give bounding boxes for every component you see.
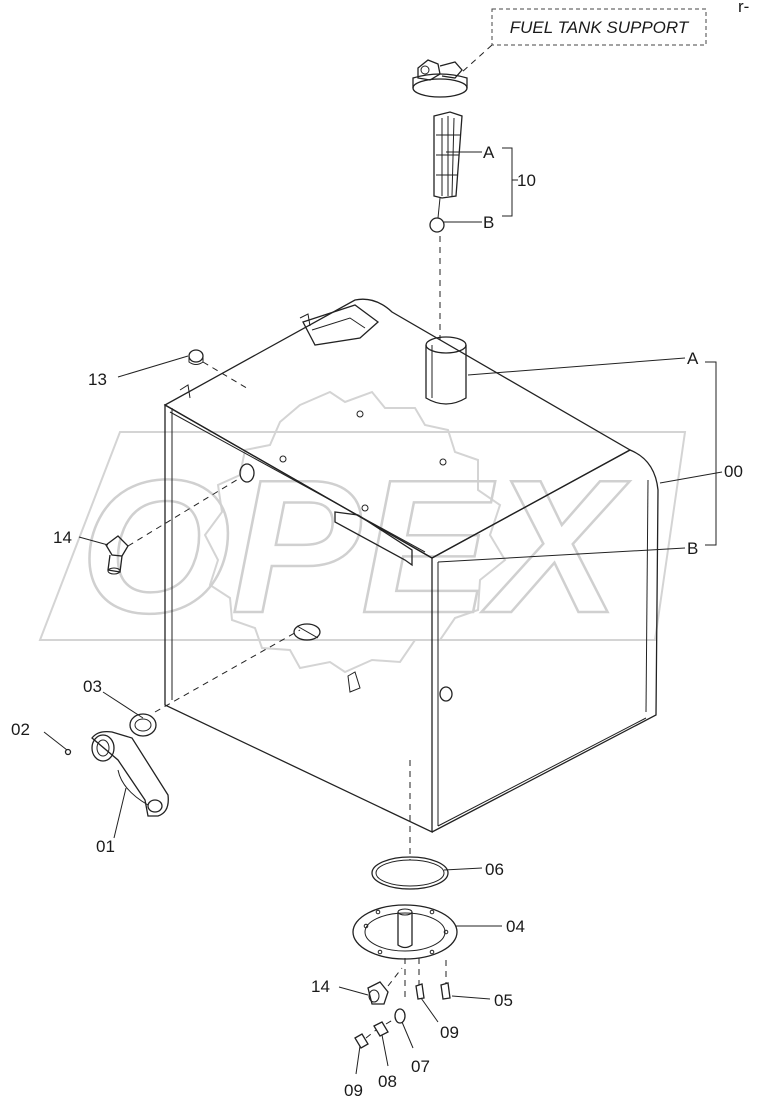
reference-box-label: FUEL TANK SUPPORT [510,18,690,37]
callout-03: 03 [83,677,102,696]
callout-labels: A B 10 A B 00 13 14 03 02 01 06 04 14 05… [11,143,743,1100]
nipple-07 [394,1008,406,1024]
bolt-05 [440,960,451,1000]
o-ring-06 [371,856,449,890]
gauge-cap [412,59,468,98]
corner-mark: r- [738,0,749,16]
valve-body-01 [91,730,169,817]
callout-06: 06 [485,860,504,879]
fuel-tank-body [163,298,659,860]
tank-filler-neck [425,336,467,405]
reference-dashed-leader [461,44,493,73]
gasket-03 [129,713,157,737]
plug-09-right [415,958,425,1000]
callout-a-top: A [483,143,495,162]
adapter-08 [373,1017,397,1037]
callout-08: 08 [378,1072,397,1091]
watermark-gear-shape [203,390,507,674]
tank-top-face [163,298,632,559]
watermark-text: OPEX [80,441,630,653]
tank-upper-port [239,463,255,483]
drain-valve-assembly [64,629,301,817]
reference-box-frame [491,8,707,46]
gauge-tube [433,111,463,219]
callout-09-left: 09 [344,1081,363,1100]
watermark: OPEX [38,390,687,674]
callout-10: 10 [517,171,536,190]
callout-14-upper: 14 [53,528,72,547]
fuel-tank-support-reference: FUEL TANK SUPPORT [461,8,707,73]
callout-b-top: B [483,213,494,232]
tank-lower-port [293,623,321,641]
screw-02 [64,748,72,756]
plug-09-left [354,1029,377,1049]
callout-04: 04 [506,917,525,936]
callout-13: 13 [88,370,107,389]
callout-00: 00 [724,462,743,481]
callout-02: 02 [11,720,30,739]
callout-a-right: A [687,349,699,368]
callout-09-right: 09 [440,1023,459,1042]
watermark-banner-shape [38,431,687,641]
callout-b-right: B [687,539,698,558]
fuel-level-gauge-assembly [412,59,468,340]
leader-lines [43,147,723,1075]
callout-05: 05 [494,991,513,1010]
callout-07: 07 [411,1057,430,1076]
callout-14-lower: 14 [311,977,330,996]
tank-side-face [431,449,659,833]
callout-01: 01 [96,837,115,856]
gauge-float-ball [429,217,445,233]
plug-13 [188,349,251,391]
elbow-fitting-14-lower [367,967,403,1005]
elbow-fitting-14-upper [105,477,241,575]
cover-plate-04 [352,904,458,1000]
